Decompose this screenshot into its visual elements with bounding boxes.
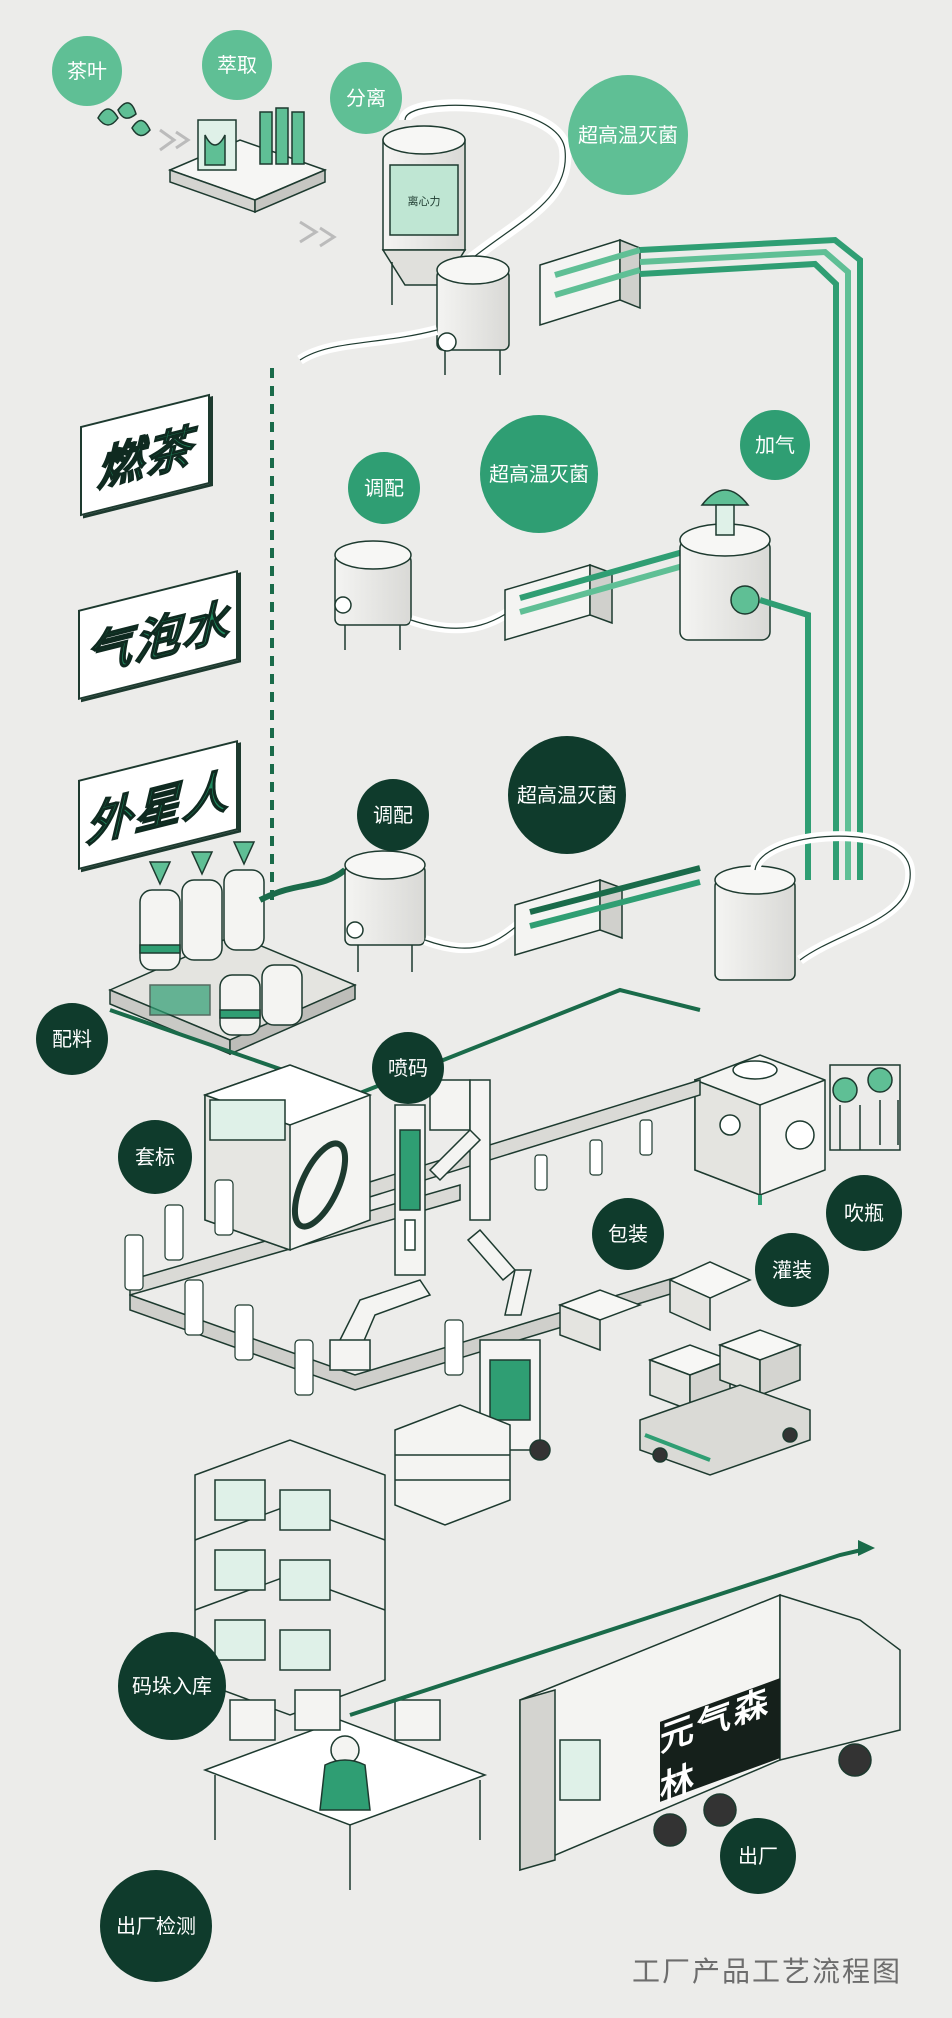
carbonation-tank [679,489,771,641]
label-uht-1: 超高温灭菌 [568,75,688,195]
tea-tank [436,255,510,375]
label-blow-bottle: 吹瓶 [826,1175,902,1251]
label-ingredients: 配料 [36,1003,108,1075]
storage-rack [194,1439,386,1716]
label-mix-sparkling: 调配 [348,452,420,524]
page-caption: 工厂产品工艺流程图 [631,1955,902,1988]
inspection-desk [202,1689,488,1890]
green-pipes [639,236,863,880]
forklift [479,1339,551,1471]
pallet-boxes [394,1404,511,1526]
filling-machine [694,1054,826,1205]
separator-tower: 离心力 [381,125,467,305]
agv-cart [639,1384,811,1476]
label-carbonate: 加气 [740,410,810,480]
label-ship-out: 出厂 [720,1818,796,1894]
alien-storage-tank [714,865,796,981]
inkjet-printer [394,1104,426,1276]
robot-arm-3 [329,1279,432,1371]
ingredient-platform [108,841,357,1056]
label-factory-inspection: 出厂检测 [100,1870,212,1982]
sparkling-mixing-tank [334,540,412,650]
label-uht-3: 超高温灭菌 [508,736,626,854]
label-inkjet-code: 喷码 [372,1032,444,1104]
bottle-blower [829,1064,901,1151]
centrifuge-text: 离心力 [408,194,441,208]
robot-arm-1 [428,1079,491,1221]
label-mix-alien: 调配 [357,779,429,851]
uht-sterilizer-3 [514,865,701,957]
banner-burn-tea-text: 燃茶 [96,418,194,497]
uht-sterilizer-1 [539,238,641,327]
tea-leaf-icon [97,102,151,137]
label-uht-2: 超高温灭菌 [480,415,598,533]
label-packing: 包装 [592,1198,664,1270]
delivery-truck [519,1593,901,1872]
bottles [124,1119,653,1396]
label-extract: 萃取 [202,30,272,100]
alien-mixing-tank [344,850,426,972]
label-separate: 分离 [330,62,402,134]
uht-sterilizer-2 [504,547,691,642]
label-tea-leaf: 茶叶 [52,36,122,106]
robot-arm-2 [466,1228,532,1316]
label-labeling: 套标 [118,1120,192,1194]
extract-station [167,107,328,214]
label-stack-storage: 码垛入库 [118,1632,226,1740]
label-filling: 灌装 [755,1233,829,1307]
